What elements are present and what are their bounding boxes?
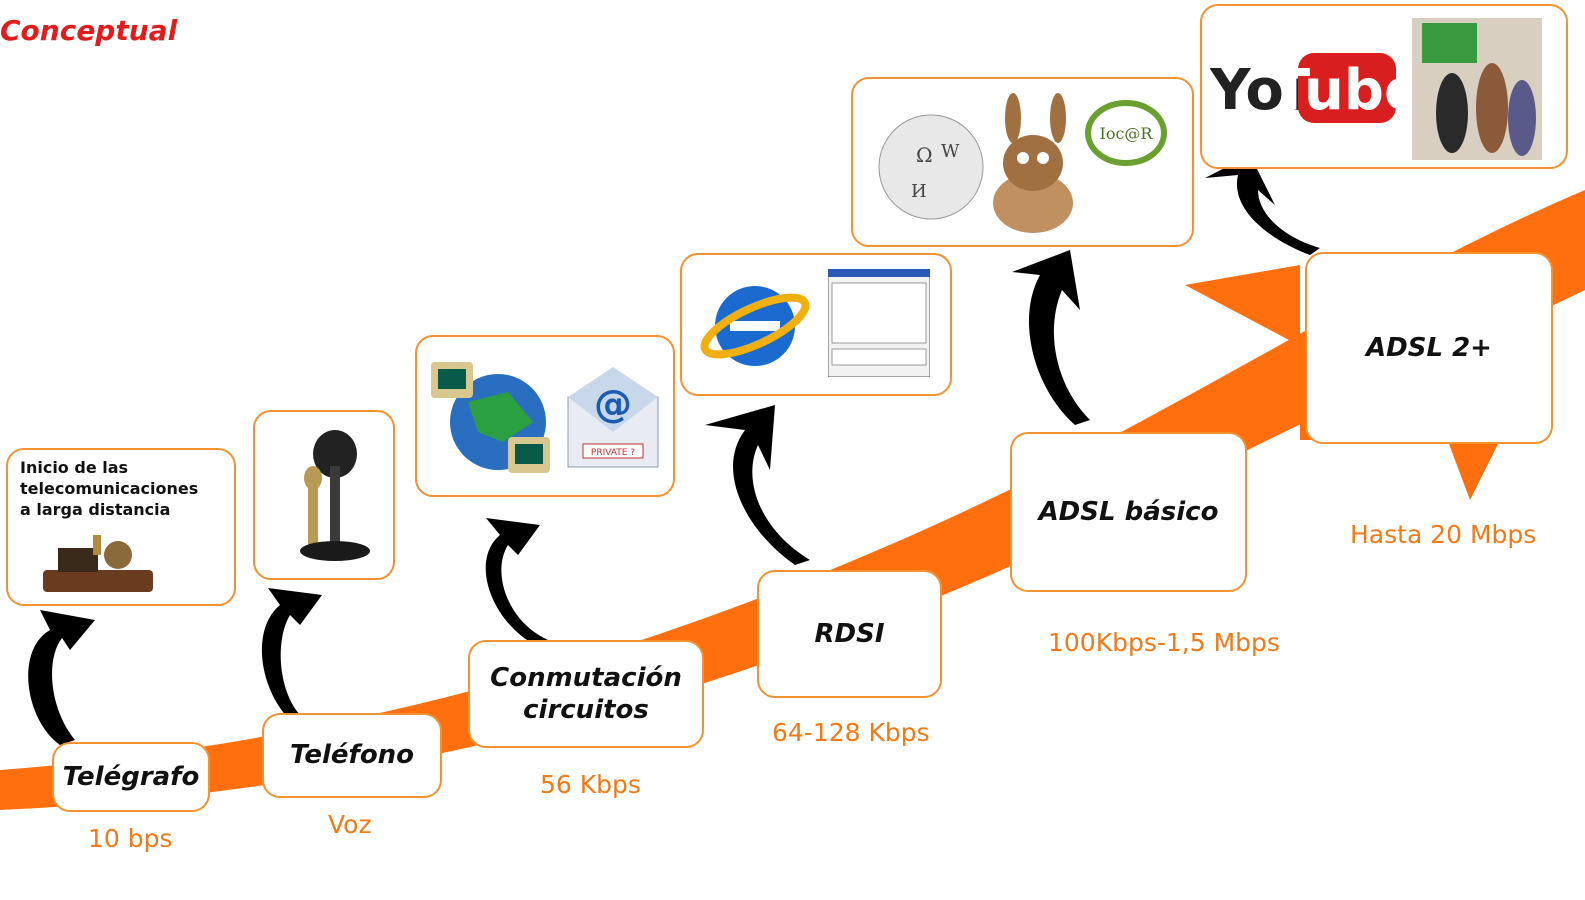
email-badge-text: PRIVATE ?: [591, 448, 635, 458]
network-globe-image: [431, 362, 550, 473]
ie-messenger-image-box: [680, 253, 952, 396]
arrow-rdsi: [705, 405, 810, 565]
youtube-wii-image-box: You Tube: [1200, 4, 1568, 169]
telegraph-image: [43, 535, 153, 592]
speed-rdsi: 64-128 Kbps: [772, 718, 930, 747]
svg-text:И: И: [911, 181, 927, 202]
intro-text: Inicio de las telecomunicaciones a larga…: [20, 458, 199, 519]
speed-telefono: Voz: [328, 810, 372, 839]
wii-players-image: [1412, 18, 1542, 160]
arrow-conmutacion: [485, 518, 548, 645]
arrow-telegrafo: [28, 610, 95, 745]
emule-donkey-image: [993, 93, 1073, 233]
messenger-window-image: [828, 269, 930, 377]
speed-conmutacion: 56 Kbps: [540, 770, 641, 799]
arrow-adsl-basico: [1012, 250, 1090, 425]
speed-adsl2: Hasta 20 Mbps: [1350, 520, 1537, 549]
step-conmutacion: Conmutación circuitos: [468, 640, 704, 748]
svg-text:W: W: [941, 141, 960, 162]
internet-email-image-box: @ PRIVATE ?: [415, 335, 675, 497]
step-rdsi: RDSI: [757, 570, 942, 698]
step-adsl2: ADSL 2+: [1305, 252, 1553, 444]
speed-adsl-basico: 100Kbps-1,5 Mbps: [1048, 628, 1280, 657]
youtube-tube-text: Tube: [1272, 58, 1400, 123]
speed-telegrafo: 10 bps: [88, 824, 173, 853]
youtube-logo: You Tube: [1210, 53, 1400, 123]
wiki-emule-image-box: Ω W И Ioc@R: [851, 77, 1194, 247]
ioior-text: Ioc@R: [1100, 124, 1154, 143]
arrow-adsl2: [1205, 155, 1320, 255]
telegrafo-image-box: Inicio de las telecomunicaciones a larga…: [6, 448, 236, 606]
candlestick-phone-image: [300, 430, 370, 561]
step-telefono: Teléfono: [262, 713, 442, 798]
svg-text:@: @: [594, 382, 632, 426]
email-envelope-image: @ PRIVATE ?: [567, 367, 659, 468]
curved-arrows: [28, 155, 1320, 745]
internet-explorer-logo: [700, 286, 810, 366]
arrow-telefono: [261, 588, 322, 720]
ioior-logo-image: Ioc@R: [1085, 100, 1167, 166]
svg-text:Ω: Ω: [916, 143, 933, 167]
wikipedia-globe-image: Ω W И: [878, 114, 984, 220]
step-adsl-basico: ADSL básico: [1010, 432, 1247, 592]
telefono-image-box: [253, 410, 395, 580]
step-telegrafo: Telégrafo: [52, 742, 210, 812]
page-title: Conceptual: [0, 14, 178, 47]
